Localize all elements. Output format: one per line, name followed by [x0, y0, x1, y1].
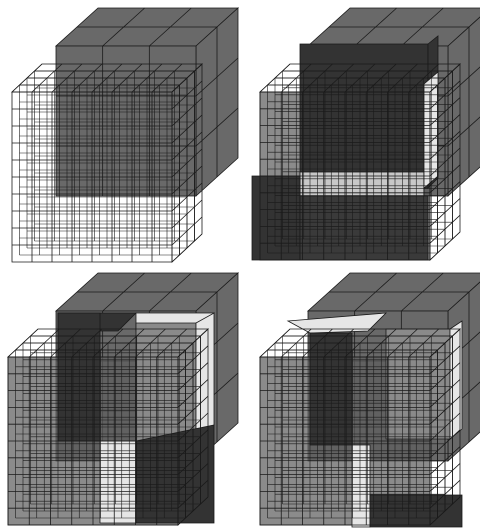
light-column-side — [196, 313, 214, 443]
light-column-front — [136, 323, 196, 443]
mid-column-front — [386, 329, 450, 439]
